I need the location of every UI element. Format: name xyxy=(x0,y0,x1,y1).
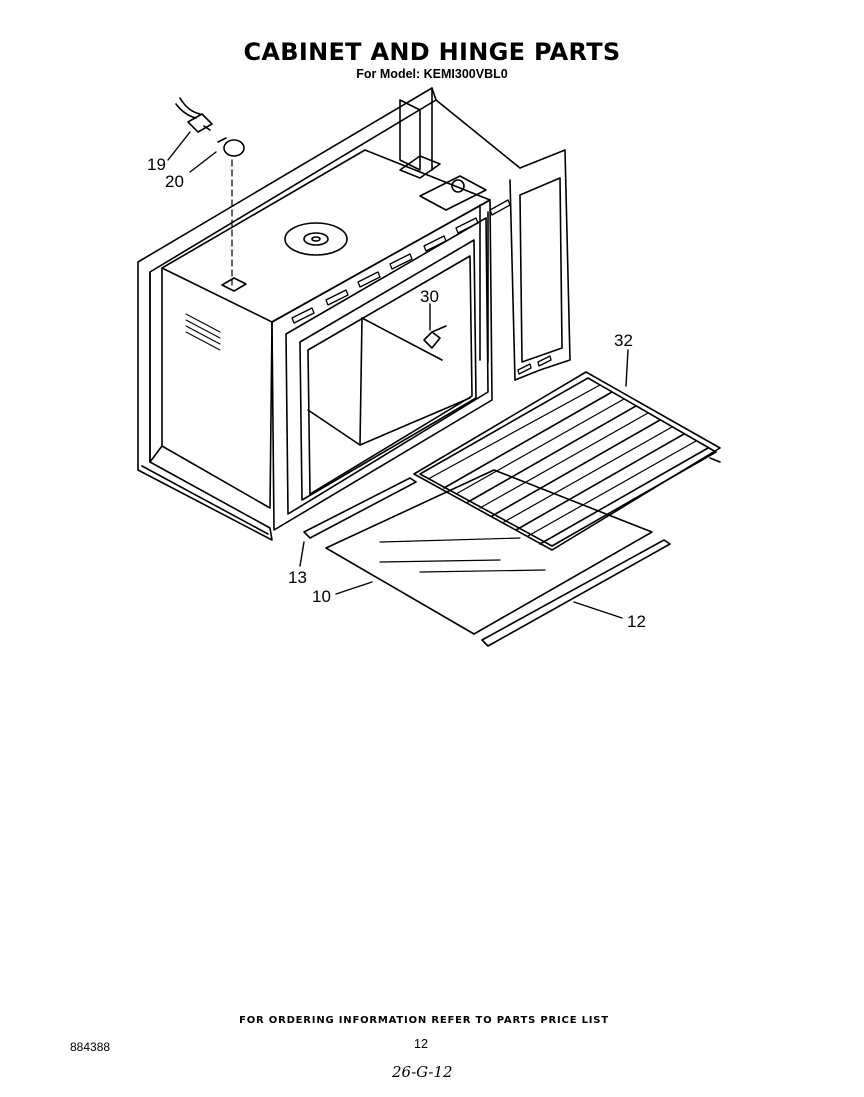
document-number: 884388 xyxy=(70,1040,111,1054)
light-socket-and-bulb xyxy=(175,97,245,286)
model-subtitle: For Model: KEMI300VBL0 xyxy=(356,67,508,81)
callout-30: 30 xyxy=(420,287,439,306)
interlock-switch xyxy=(423,325,447,349)
callout-32: 32 xyxy=(614,331,633,350)
callout-10: 10 xyxy=(312,587,331,606)
cabinet-assembly xyxy=(137,87,571,541)
door-trim-strip-13 xyxy=(303,477,417,539)
callout-20: 20 xyxy=(165,172,184,191)
callout-13: 13 xyxy=(288,568,307,587)
callout-leaders xyxy=(167,131,629,619)
callout-19: 19 xyxy=(147,155,166,174)
page-number: 12 xyxy=(414,1037,428,1051)
door-glass xyxy=(325,469,653,635)
ordering-note: FOR ORDERING INFORMATION REFER TO PARTS … xyxy=(239,1015,609,1026)
handwritten-note: 26-G-12 xyxy=(392,1063,453,1081)
oven-rack xyxy=(413,371,721,551)
page-title: CABINET AND HINGE PARTS xyxy=(243,38,621,66)
door-trim-strip-12 xyxy=(481,539,671,647)
callout-12: 12 xyxy=(627,612,646,631)
